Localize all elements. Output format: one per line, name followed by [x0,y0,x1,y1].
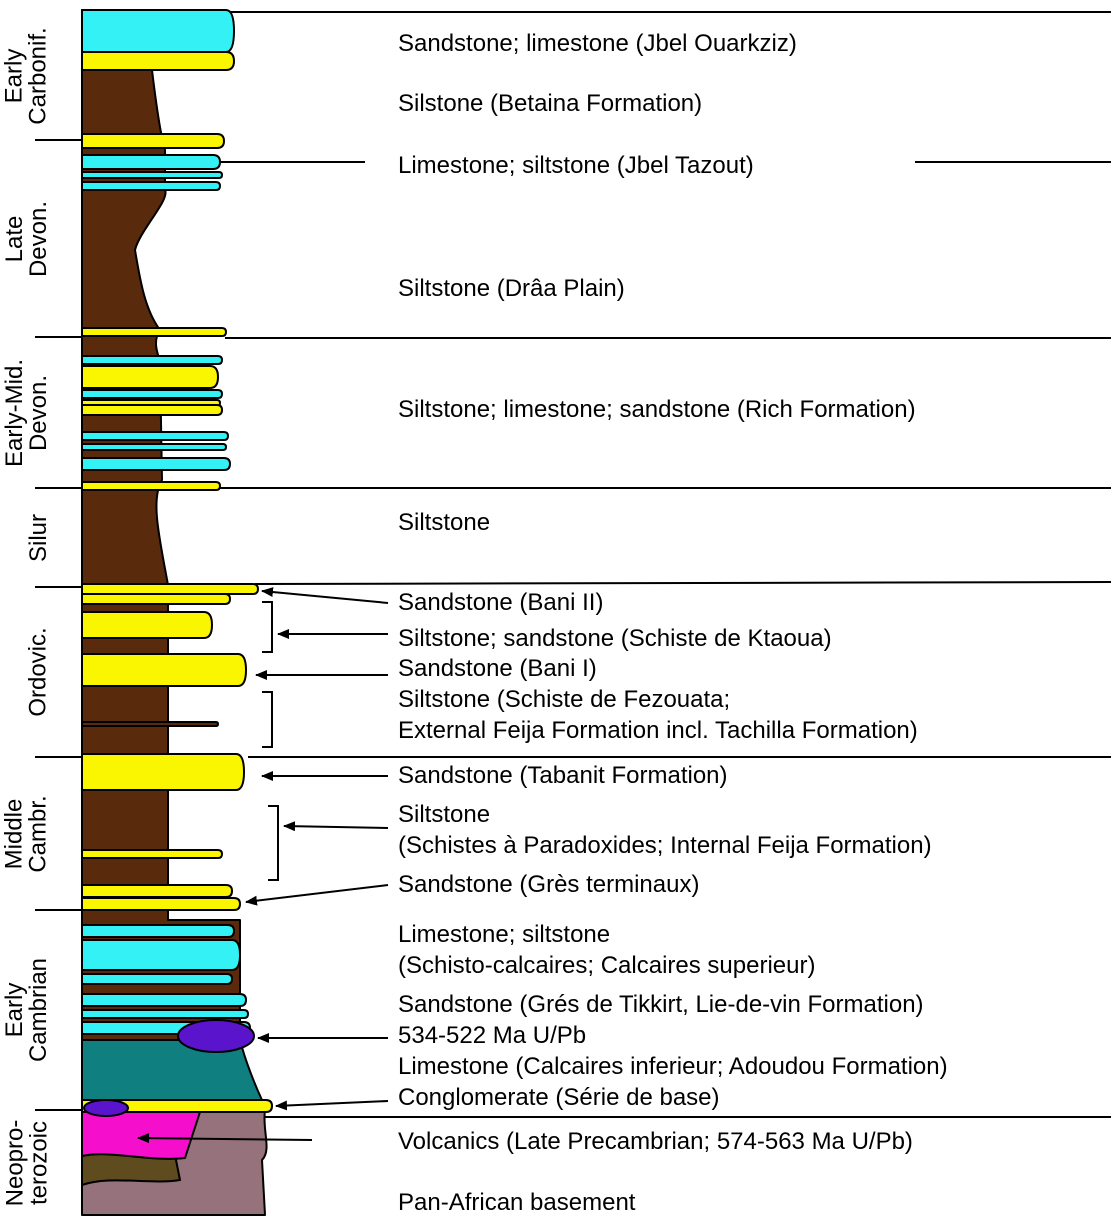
sandstone-bed-rich-3 [82,405,222,415]
label-bani-i: Sandstone (Bani I) [398,655,597,683]
intrusion-basal [84,1100,128,1116]
label-gres-terminaux: Sandstone (Grès terminaux) [398,871,699,899]
arrow-bani-ii [262,591,388,603]
label-ubp-date: 534-522 Ma U/Pb [398,1022,586,1050]
label-schisto-calcaires-1: Limestone; siltstone [398,921,610,949]
limestone-bed-schisto-2 [82,940,240,970]
label-conglomerate: Conglomerate (Série de base) [398,1084,720,1112]
label-draa-plain: Siltstone (Drâa Plain) [398,275,625,303]
label-adoudou: Limestone (Calcaires inferieur; Adoudou … [398,1053,948,1081]
brackets [262,602,278,880]
label-jbel-ouarkziz: Sandstone; limestone (Jbel Ouarkziz) [398,30,797,58]
sandstone-bed-rich-1 [82,366,218,388]
label-schisto-calcaires-2: (Schisto-calcaires; Calcaires superieur) [398,952,815,980]
limestone-bed-tazout-3 [82,182,220,190]
label-rich-formation: Siltstone; limestone; sandstone (Rich Fo… [398,396,916,424]
sandstone-bed-rich-4 [82,482,220,490]
limestone-bed-tazout-2 [82,172,222,178]
label-betaina: Silstone (Betaina Formation) [398,90,702,118]
period-neoproterozoic: Neopro-terozoic [5,1110,49,1215]
sandstone-bed-bani-ii-b [82,594,230,604]
arrow-conglomerate [276,1101,388,1106]
label-silur-siltstone: Siltstone [398,509,490,537]
volcanics-layer [82,1112,200,1159]
sandstone-bed-ktaoua [82,612,212,638]
bracket-fezouata [262,692,272,747]
bracket-paradoxides [268,806,278,880]
period-ordovic: Ordovic. [17,587,61,757]
sandstone-bed-gres-terminaux-1 [82,885,232,897]
limestone-bed-rich-3 [82,432,228,440]
sandstone-bed-tazout [82,134,224,148]
label-fezouata-1: Siltstone (Schiste de Fezouata; [398,686,730,714]
label-fezouata-2: External Feija Formation incl. Tachilla … [398,717,918,745]
sandstone-bed-bani-ii [82,584,258,594]
intrusion-534-522-ma [178,1020,254,1052]
limestone-bed-rich-2 [82,390,222,398]
arrow-gres-terminaux [246,885,388,902]
limestone-bed-rich-4 [82,444,226,450]
label-jbel-tazout: Limestone; siltstone (Jbel Tazout) [398,152,754,180]
label-tikkirt: Sandstone (Grés de Tikkirt, Lie-de-vin F… [398,991,924,1019]
label-bani-ii: Sandstone (Bani II) [398,589,603,617]
limestone-bed-tikkirt-1 [82,994,246,1006]
arrow-paradoxides [284,826,388,828]
sandstone-bed-paradoxides [82,850,222,858]
label-volcanics: Volcanics (Late Precambrian; 574-563 Ma … [398,1128,913,1156]
limestone-bed-tikkirt-2 [82,1010,248,1018]
limestone-bed-schisto-1 [82,925,234,937]
bracket-ktaoua [262,602,272,652]
sandstone-bed-draa-top [82,328,226,336]
sandstone-bed-tabanit [82,754,244,790]
limestone-bed-schisto-3 [82,974,232,984]
label-paradoxides-1: Siltstone [398,801,490,829]
limestone-bed-ouarkziz [82,10,234,52]
sandstone-bed-bani-i [82,654,246,686]
label-pan-african: Pan-African basement [398,1189,635,1217]
sandstone-bed-ouarkziz [82,52,234,70]
period-silur: Silur [17,488,61,587]
limestone-bed-rich-1 [82,356,222,364]
label-paradoxides-2: (Schistes à Paradoxides; Internal Feija … [398,832,932,860]
label-tabanit: Sandstone (Tabanit Formation) [398,762,728,790]
siltstone-streak-fezouata [82,722,218,726]
label-ktaoua: Siltstone; sandstone (Schiste de Ktaoua) [398,625,832,653]
limestone-bed-rich-5 [82,458,230,470]
sandstone-bed-gres-terminaux-2 [82,898,240,910]
limestone-bed-tazout-1 [82,155,220,169]
period-early-mid-devon: Early-Mid.Devon. [5,337,49,488]
